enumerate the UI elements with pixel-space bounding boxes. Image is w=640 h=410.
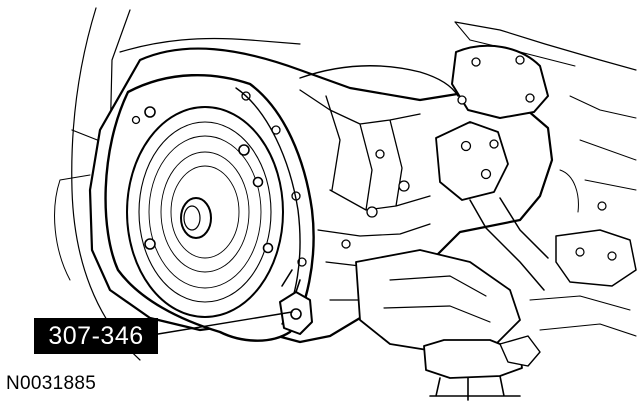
transmission-jack (423, 339, 523, 379)
case-bolts (341, 149, 410, 249)
special-tool-bolt (290, 308, 302, 320)
vehicle-body-outline (119, 37, 301, 53)
converter-hub (183, 205, 201, 231)
case-ribs (299, 89, 431, 211)
converter-studs (144, 106, 274, 254)
vehicle-body-outline (71, 7, 141, 361)
transmission-mount (355, 249, 521, 353)
extension-housing (451, 44, 549, 119)
transmission-mount (383, 275, 491, 323)
shift-linkage-rod (469, 197, 549, 291)
torque-converter-ring (138, 121, 272, 303)
callout-leader-line (157, 311, 293, 335)
transmission-jack (499, 335, 541, 367)
callout-label-307-346: 307-346 (34, 318, 158, 354)
chassis-frame (454, 21, 637, 71)
chassis-bolts (575, 201, 617, 261)
extension-bolts (457, 55, 535, 105)
chassis-frame (569, 95, 637, 161)
linkage-bolts (460, 139, 499, 180)
converter-hub (180, 197, 212, 239)
cooler-line (299, 65, 459, 97)
transmission-jack (429, 375, 521, 401)
vehicle-body-outline (71, 9, 131, 146)
torque-converter-ring (160, 151, 250, 273)
torque-converter-ring (148, 135, 262, 289)
vehicle-body-outline (54, 174, 91, 281)
chassis-component (529, 295, 637, 337)
torque-converter-ring (170, 165, 240, 259)
chassis-frame (559, 169, 637, 213)
special-tool-307-346 (281, 269, 301, 293)
figure-id: N0031885 (6, 373, 97, 394)
chassis-component (555, 229, 637, 287)
shift-linkage-bracket (435, 121, 509, 201)
